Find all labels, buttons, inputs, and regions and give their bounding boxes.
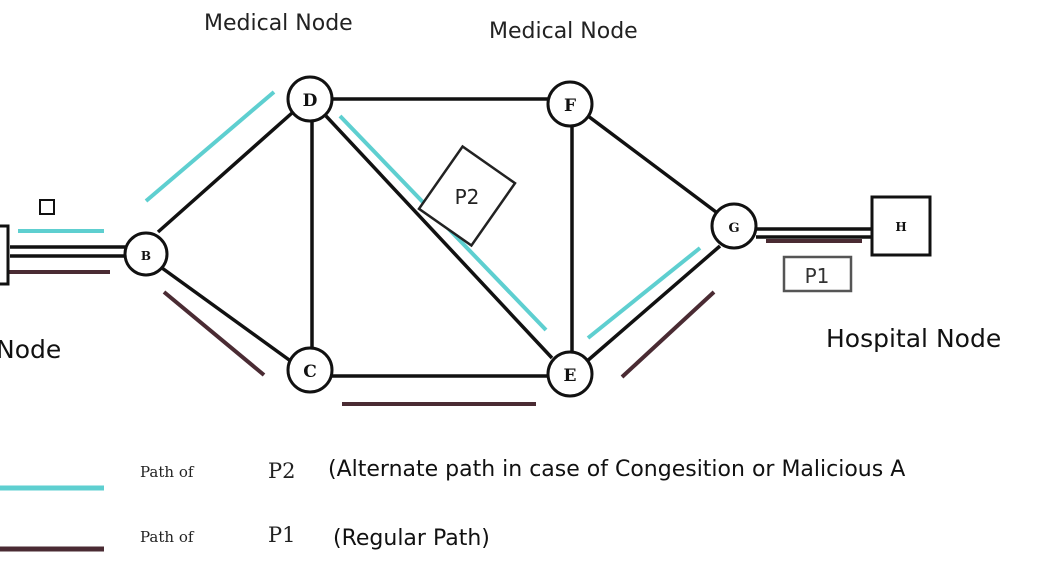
edge-d-e (324, 114, 554, 360)
node-g-label: G (728, 221, 739, 236)
node-f-label: F (564, 96, 576, 116)
edge-b-c (160, 266, 294, 364)
legend: Path of P2 (Alternate path in case of Co… (0, 457, 905, 552)
node-b-label: B (141, 249, 151, 263)
medical-node-label-left: Medical Node (204, 11, 353, 36)
p1-tag-box (782, 255, 853, 293)
node-e-label: E (564, 366, 577, 386)
node-h-box[interactable] (870, 195, 932, 257)
node-c[interactable] (286, 346, 334, 394)
node-c-label: C (303, 362, 317, 382)
hospital-node-label: Hospital Node (826, 324, 1001, 353)
p2-tag: P2 (417, 144, 517, 248)
legend-p2-id: P2 (268, 459, 296, 483)
node-f[interactable] (546, 80, 594, 128)
node-d-label: D (303, 91, 318, 111)
edge-f-g (586, 114, 718, 214)
legend-p2-prefix: Path of (140, 463, 195, 481)
legend-p1-prefix: Path of (140, 528, 195, 546)
medical-node-label-right: Medical Node (489, 19, 638, 44)
p2-segment-e-g (586, 246, 702, 340)
packet-square (39, 199, 55, 215)
legend-p2-desc: (Alternate path in case of Congesition o… (328, 457, 905, 482)
left-node-label: Node (0, 335, 61, 364)
p2-path-highlights (18, 90, 702, 340)
p1-tag-label: P1 (805, 264, 830, 288)
p1-segment-e-g (620, 290, 716, 379)
legend-p1-id: P1 (268, 523, 296, 547)
node-e[interactable] (546, 350, 594, 398)
network-edges (10, 97, 872, 378)
node-h-label: H (895, 220, 906, 234)
node-b[interactable] (123, 231, 169, 277)
edge-b-d (156, 111, 294, 234)
edge-e-g (584, 244, 722, 364)
p1-segment-b-c (162, 290, 266, 377)
p1-path-highlights (8, 239, 862, 406)
network-nodes (123, 75, 932, 398)
left-node-box (0, 224, 10, 286)
p2-segment-b-d (144, 90, 276, 203)
p2-tag-label: P2 (455, 185, 480, 209)
node-d[interactable] (286, 75, 334, 123)
p2-tag-box (417, 144, 517, 248)
node-g[interactable] (710, 202, 758, 250)
legend-p1-desc: (Regular Path) (333, 526, 490, 551)
